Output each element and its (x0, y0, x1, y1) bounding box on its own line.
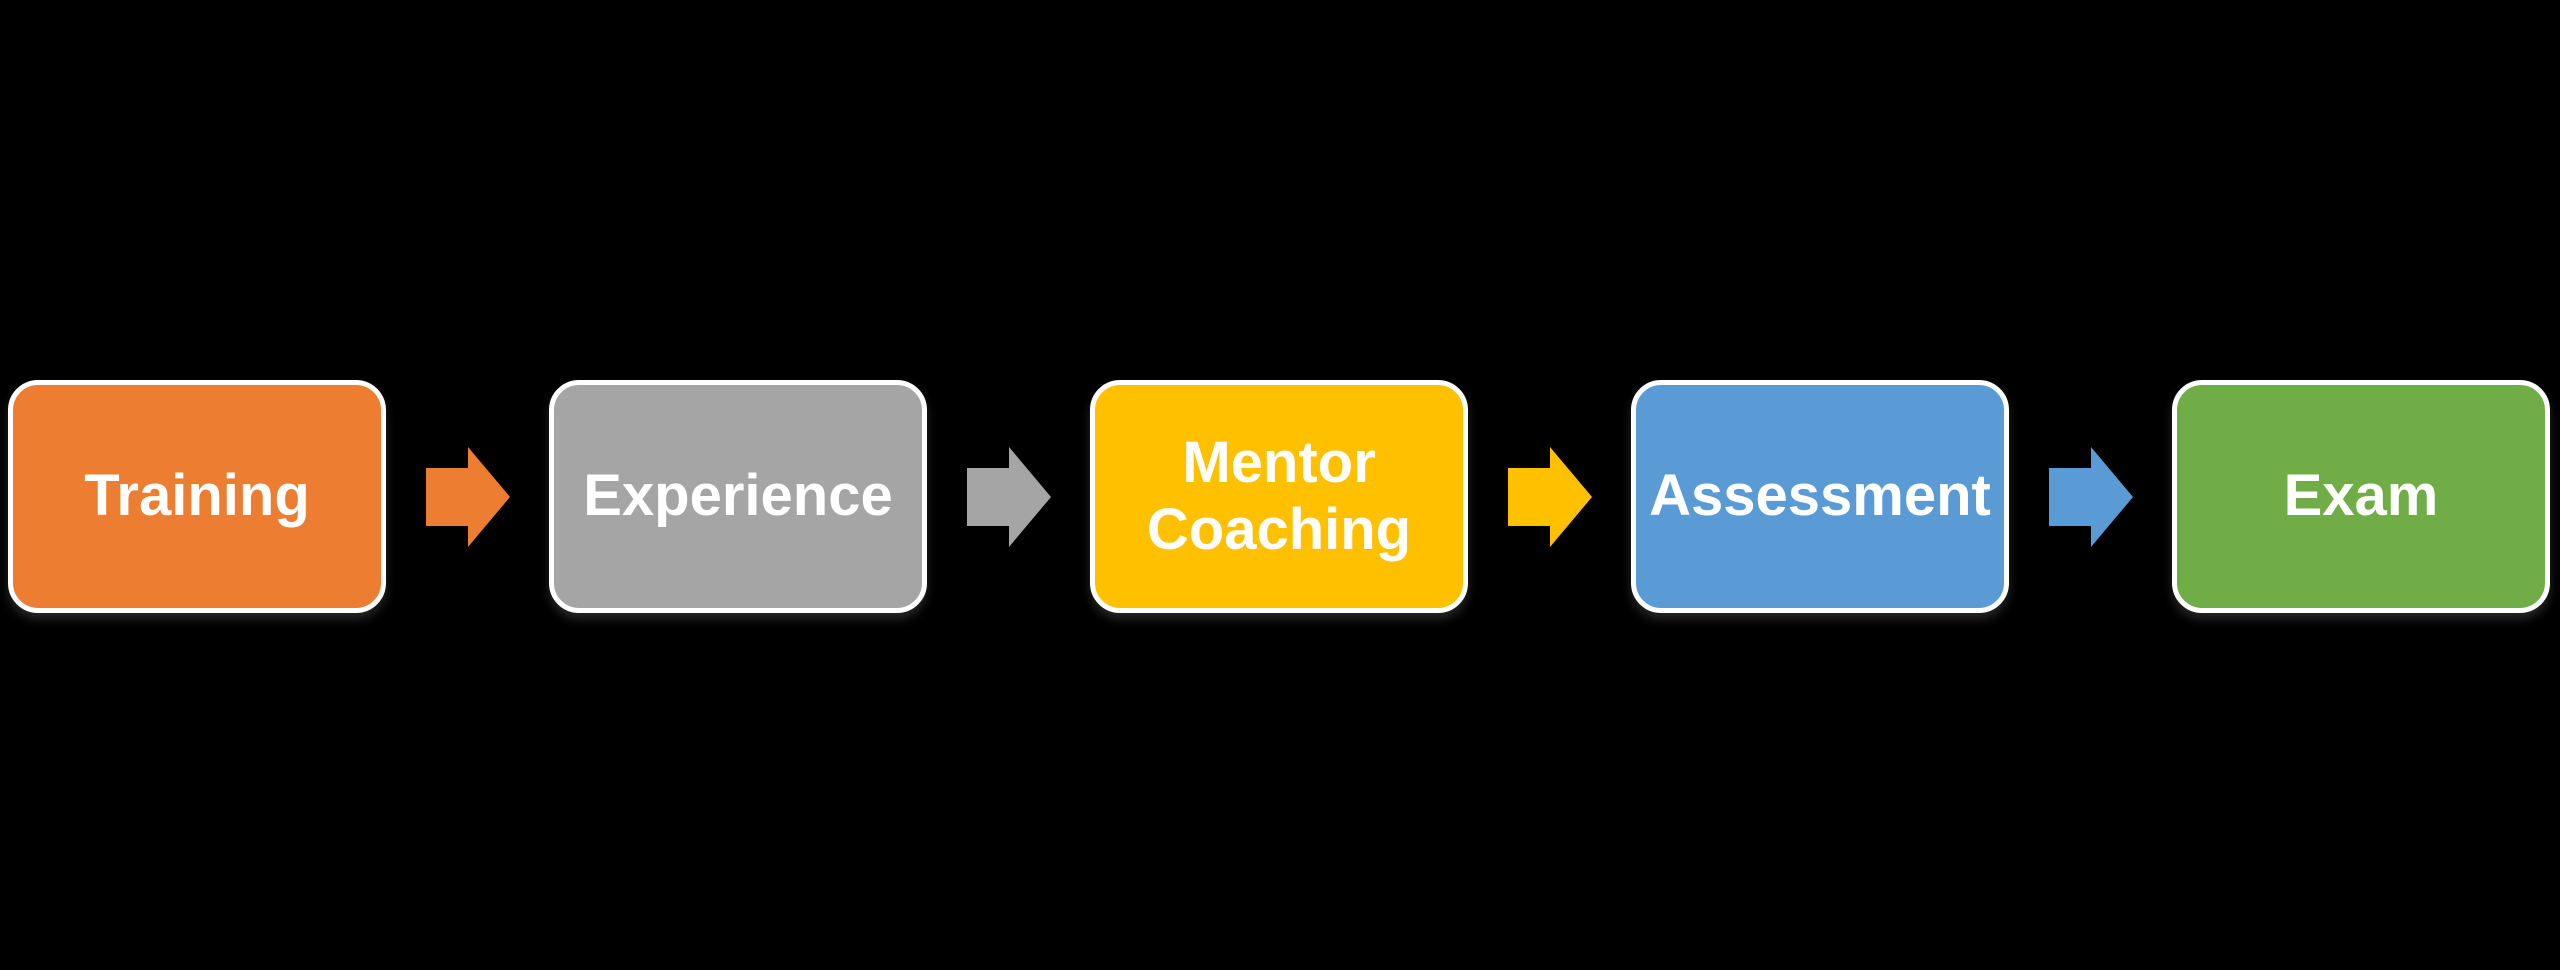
step-box-training: Training (8, 380, 386, 613)
step-label-training: Training (84, 463, 310, 529)
step-box-experience: Experience (549, 380, 927, 613)
arrow-gap (1468, 380, 1631, 613)
arrow-right-shape (1507, 446, 1592, 547)
step-box-mentor-coaching: Mentor Coaching (1090, 380, 1468, 613)
arrow-right-shape (966, 446, 1051, 547)
step-label-assessment: Assessment (1649, 463, 1991, 529)
arrow-gap (386, 380, 549, 613)
arrow-gap (927, 380, 1090, 613)
step-label-experience: Experience (583, 463, 893, 529)
step-box-assessment: Assessment (1631, 380, 2009, 613)
arrow-right-icon (1507, 446, 1592, 547)
arrow-gap (2009, 380, 2172, 613)
step-label-exam: Exam (2283, 463, 2439, 529)
arrow-right-icon (425, 446, 510, 547)
arrow-right-icon (966, 446, 1051, 547)
arrow-right-shape (2048, 446, 2133, 547)
step-label-mentor-coaching: Mentor Coaching (1146, 429, 1412, 562)
process-flow: Training Experience Mentor Coaching Asse… (8, 380, 2550, 613)
step-box-exam: Exam (2172, 380, 2550, 613)
arrow-right-shape (425, 446, 510, 547)
arrow-right-icon (2048, 446, 2133, 547)
